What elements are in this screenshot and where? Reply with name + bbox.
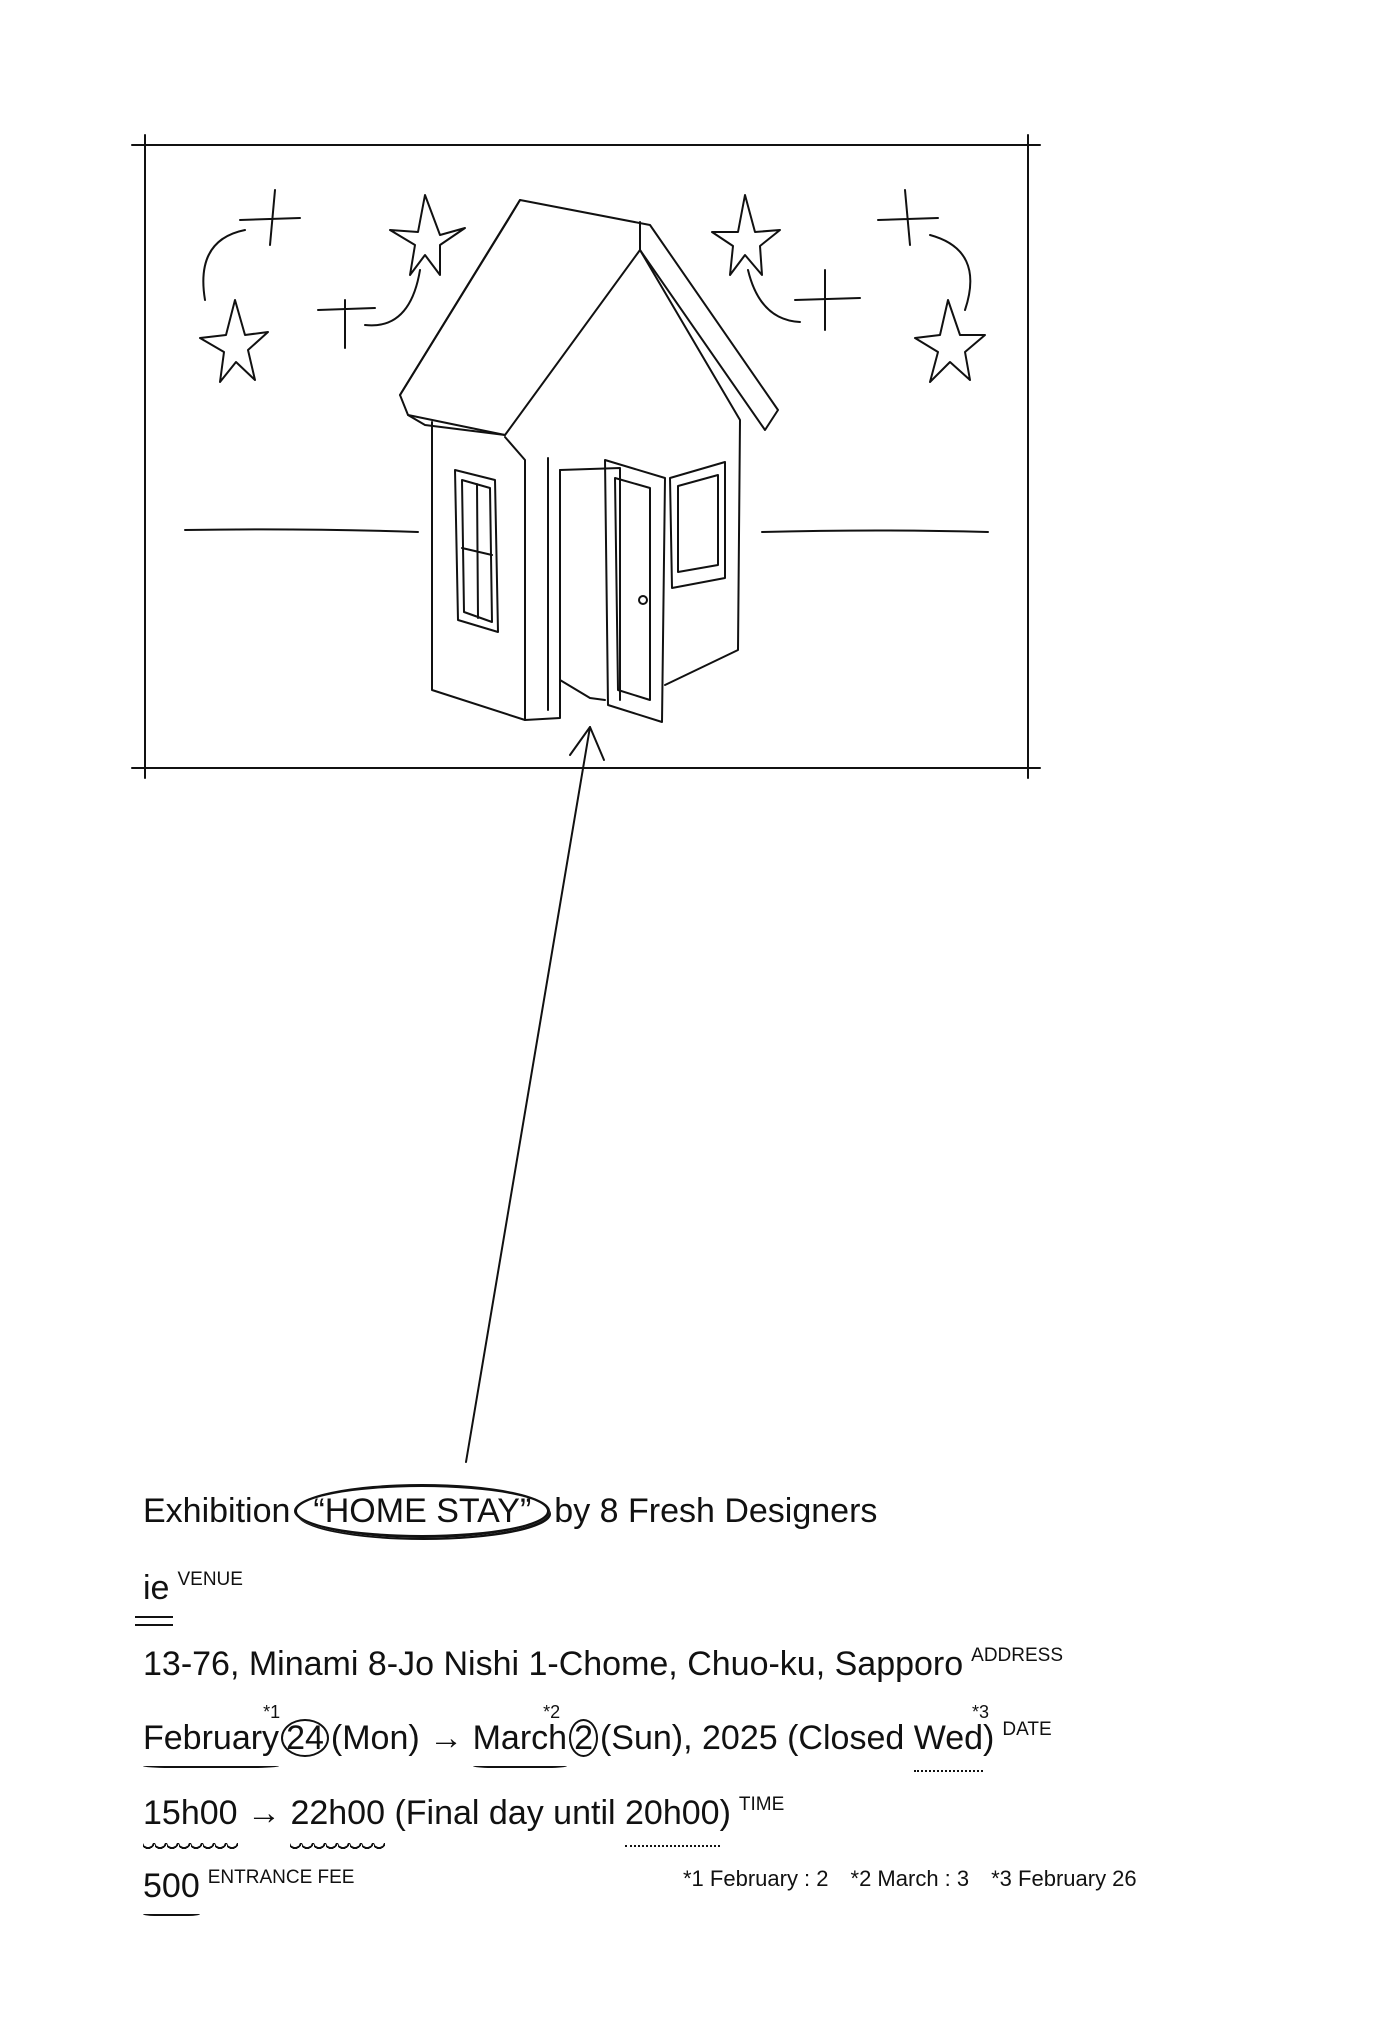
title-suffix: by 8 Fresh Designers [554,1492,878,1530]
exhibition-title: Exhibition“HOME STAY”by 8 Fresh Designer… [143,1484,877,1538]
date-closed-day: Wed [913,1719,984,1772]
date-end-month: March [472,1719,568,1768]
note-2-marker: *2 [543,1702,561,1722]
time-final-suffix: ) [719,1794,731,1832]
date-closed-suffix: ) [983,1719,995,1757]
title-prefix: Exhibition [143,1492,291,1530]
date-start-day: 24 [281,1719,329,1757]
time-start: 15h00 [143,1794,238,1851]
footnote-3: *3 February 26 [991,1866,1137,1891]
fee-line: 500 ENTRANCE FEE [143,1858,355,1916]
arrow [465,726,605,1463]
address-label: ADDRESS [971,1645,1064,1666]
frame [131,134,1041,779]
date-arrow: → [429,1719,464,1757]
note-1-marker: *1 [263,1702,281,1722]
house [399,199,779,723]
date-start-weekday: (Mon) [330,1719,420,1757]
date-start-month: February [143,1719,280,1768]
time-final: 20h00 [625,1794,720,1847]
date-end-day: 2 [569,1719,598,1757]
footnote-1: *1 February : 2 [683,1866,829,1891]
note-3-marker: *3 [972,1702,990,1722]
date-label: DATE [1002,1719,1052,1740]
stars-decoration [199,189,986,383]
title-name: “HOME STAY” [294,1484,551,1538]
venue-label: VENUE [177,1569,243,1590]
fee-label: ENTRANCE FEE [207,1867,355,1888]
time-label: TIME [738,1794,785,1815]
address-value: 13-76, Minami 8-Jo Nishi 1-Chome, Chuo-k… [143,1645,964,1683]
date-end-weekday: (Sun), 2025 [599,1719,778,1757]
venue-value: ie [134,1569,175,1626]
address-line: 13-76, Minami 8-Jo Nishi 1-Chome, Chuo-k… [143,1636,1063,1684]
time-end: 22h00 [290,1794,385,1851]
time-line: 15h00 → 22h00 (Final day until 20h00) TIM… [143,1785,785,1851]
date-closed-prefix: (Closed [787,1719,905,1757]
fee-value: 500 [143,1867,200,1916]
time-final-prefix: (Final day until [394,1794,616,1832]
time-arrow: → [247,1794,281,1832]
footnote-2: *2 March : 3 [850,1866,970,1891]
footnotes: *1 February : 2 *2 March : 3 *3 February 2… [683,1866,1159,1892]
